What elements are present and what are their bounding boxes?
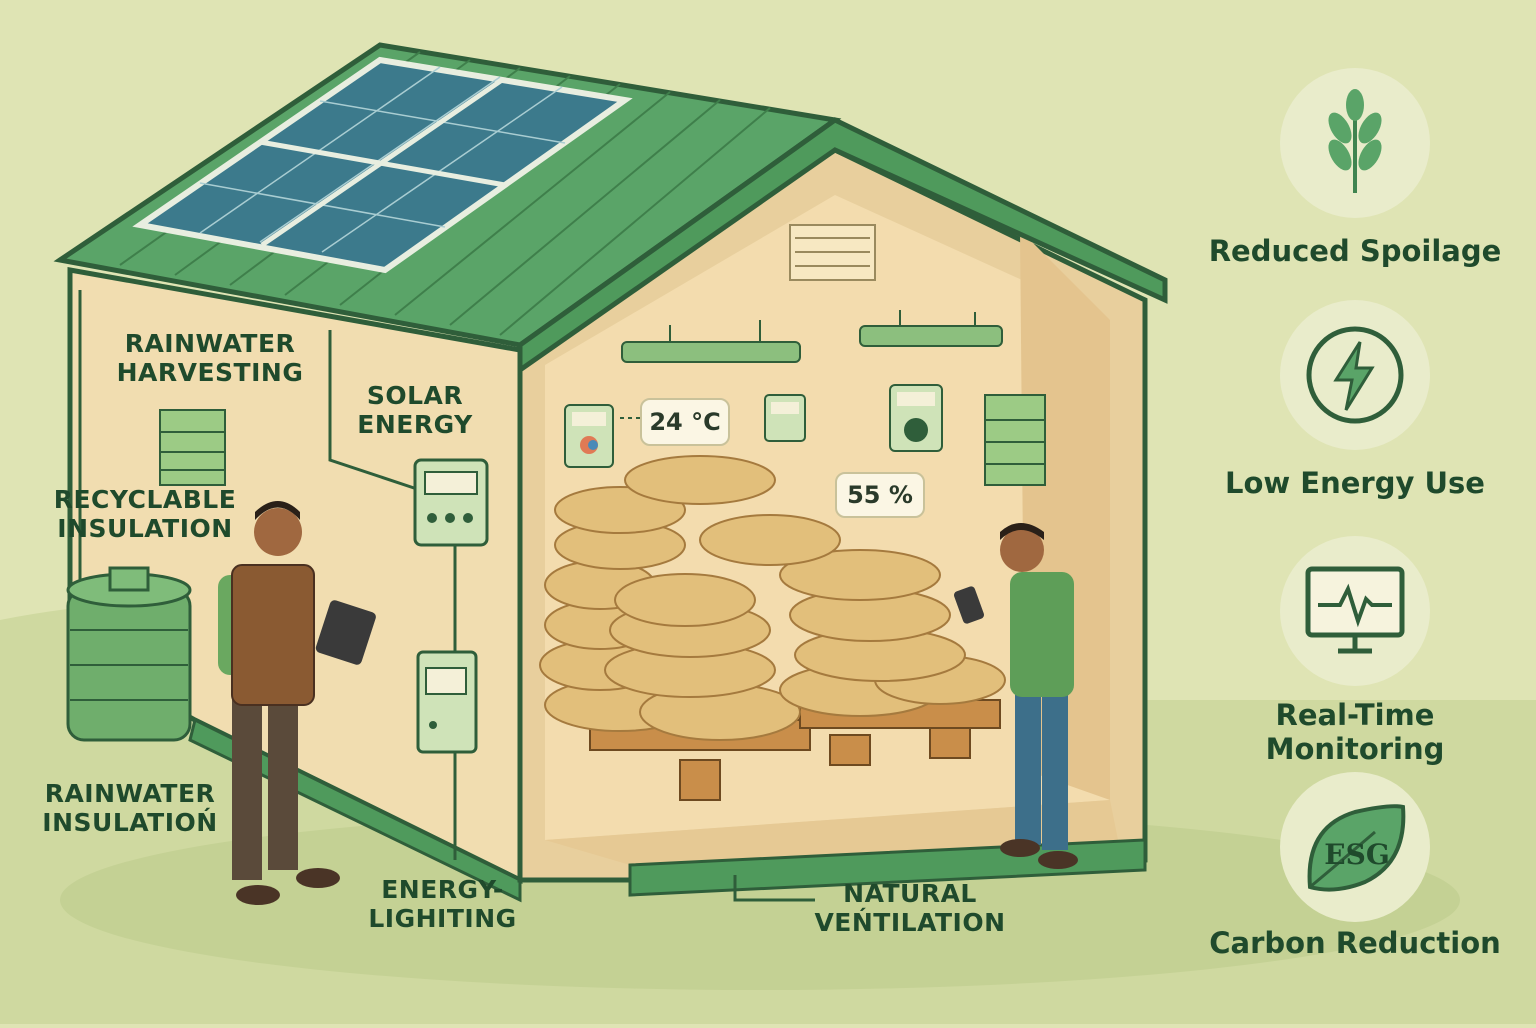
rainwater-harvesting-label: RAINWATER HARVESTING — [110, 329, 310, 388]
label-line: INSULATIOŃ — [42, 807, 218, 837]
gable-vent — [789, 224, 876, 281]
humidity-readout: 55 % — [835, 472, 925, 518]
label-line: SOLAR — [366, 381, 464, 410]
label-line: RECYCLABLE — [53, 485, 237, 514]
label-line: VEŃTILATION — [814, 907, 1006, 937]
label-line: ENERGY- — [381, 875, 504, 904]
ceiling-lights — [621, 310, 1003, 363]
natural-ventilation-label: NATURAL VEŃTILATION — [800, 879, 1020, 938]
left-wall-vent — [159, 409, 226, 486]
interior-vent — [984, 394, 1046, 486]
worker-right — [953, 523, 1078, 869]
lightning-bolt-icon — [1280, 300, 1430, 450]
solar-energy-label: SOLAR ENERGY — [350, 381, 480, 440]
grain-sacks — [539, 455, 1006, 741]
esg-text: ESG — [1324, 838, 1389, 871]
rainwater-insulation-label: RAINWATER INSULATIOŃ — [25, 779, 235, 838]
solar-controller — [413, 458, 489, 547]
label-line: NATURAL — [843, 879, 977, 908]
water-tank — [66, 566, 192, 742]
wall-sensor — [764, 394, 806, 442]
energy-lighting-label: ENERGY- LIGHITING — [350, 875, 535, 934]
humidity-sensor — [889, 384, 943, 452]
esg-leaf-icon: ESG — [1280, 772, 1430, 922]
recyclable-insulation-label: RECYCLABLE INSULATION — [40, 485, 250, 544]
label-line: ENERGY — [357, 409, 473, 439]
label-line: LIGHITING — [368, 903, 517, 933]
worker-left — [218, 501, 376, 905]
label-line: RAINWATER — [124, 329, 296, 358]
solar-panel — [132, 56, 633, 274]
label-line: RAINWATER — [44, 779, 216, 808]
wheat-icon — [1280, 68, 1430, 218]
temperature-readout: 24 °C — [640, 398, 730, 446]
lighting-controller — [416, 650, 478, 754]
label-line: INSULATION — [57, 513, 233, 543]
roof-front-edge — [517, 117, 1168, 375]
benefit-low-energy-use: Low Energy Use — [1225, 466, 1485, 500]
wall-conduit — [328, 330, 421, 492]
temperature-sensor — [564, 404, 614, 468]
ventilation-pointer — [733, 875, 815, 902]
heartbeat-monitor-icon — [1280, 536, 1430, 686]
label-line: HARVESTING — [116, 357, 304, 387]
benefit-reduced-spoilage: Reduced Spoilage — [1208, 234, 1502, 268]
benefit-carbon-reduction: Carbon Reduction — [1209, 926, 1501, 960]
benefit-real-time-monitoring: Real-Time Monitoring — [1265, 698, 1445, 766]
